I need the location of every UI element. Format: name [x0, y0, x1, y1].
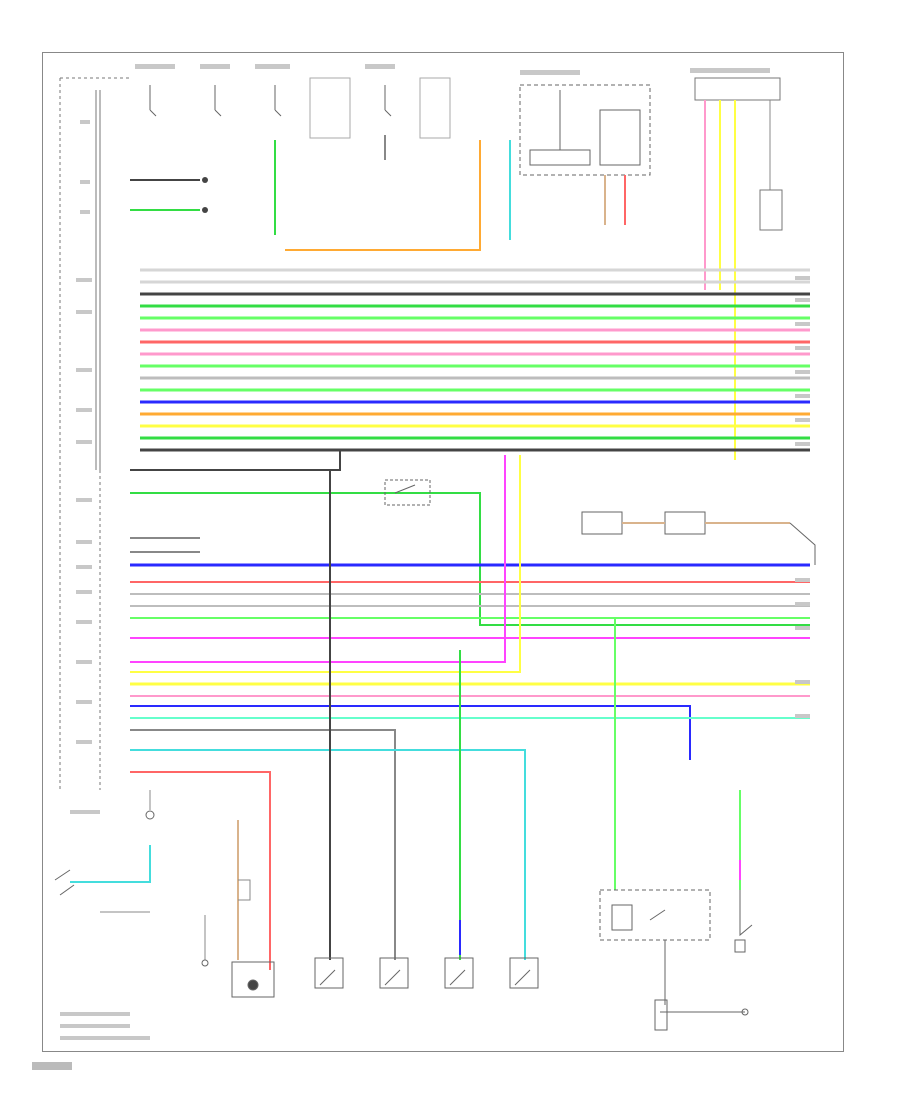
right-pin-markers: [795, 276, 810, 718]
back-door-switch: [734, 890, 753, 953]
legend-block: [60, 1012, 150, 1040]
lower-horizontal-wires: [130, 455, 810, 970]
motor-bottom-center: [201, 820, 275, 998]
diagram-border: [42, 52, 844, 1052]
top-stub-wires: [130, 177, 208, 213]
footer-label: [32, 1062, 72, 1070]
relay-module-top-right: [694, 77, 783, 460]
main-ecu-connector: [59, 77, 130, 790]
key-switch-bottom-left: [54, 790, 155, 913]
top-fuse-labels: [135, 64, 770, 75]
back-door-lock-module: [599, 889, 749, 1031]
door-switches: [314, 957, 539, 989]
combination-meter: [519, 84, 651, 176]
door-lock-switch-mid: [384, 479, 431, 506]
horizontal-bus-wires: [140, 268, 810, 452]
pin-label-column: [70, 120, 100, 814]
right-modules: [581, 511, 816, 565]
fuse-symbols: [149, 77, 451, 139]
vertical-drop-wires: [329, 450, 741, 960]
top-vertical-wires: [274, 135, 626, 251]
